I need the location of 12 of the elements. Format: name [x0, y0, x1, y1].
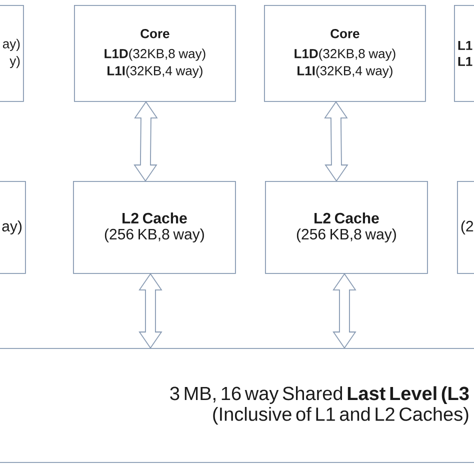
- core-box: ay) y): [0, 5, 24, 102]
- shared-cache-box: 3 MB, 16 way Shared Last Level (L3 (Inclusive of L1 and L2 Caches): [0, 348, 474, 463]
- core-box: Core L1D(32KB,8 way) L1I(32KB,4 way): [264, 5, 426, 102]
- cache-box: L2 Cache (256 KB,8 way): [265, 181, 428, 274]
- double-arrow: [332, 273, 356, 349]
- cache-box: L2 Cache (256 KB,8 way): [73, 181, 236, 274]
- double-arrow: [134, 101, 158, 182]
- core-box: L1 L1: [454, 5, 474, 102]
- double-arrow: [138, 273, 162, 349]
- cache-box: ay): [0, 181, 26, 274]
- cache-box: (2: [457, 181, 474, 274]
- core-box: Core L1D(32KB,8 way) L1I(32KB,4 way): [74, 5, 236, 102]
